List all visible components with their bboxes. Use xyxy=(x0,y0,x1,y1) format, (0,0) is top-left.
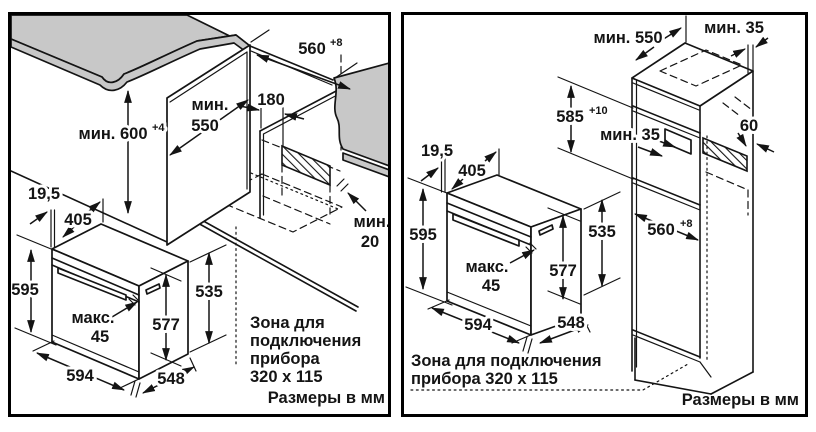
left-connection-zone-hatch xyxy=(281,144,331,187)
left-labels: мин. 600 +4 560 +8 мин. 550 180 мин. 20 … xyxy=(11,34,391,407)
dim-label-535-r: 535 xyxy=(588,223,616,241)
dim-label-max45-2: 45 xyxy=(91,328,109,346)
zone-text-line1: Зона для xyxy=(250,314,325,332)
left-countertop-right xyxy=(333,62,388,178)
right-labels: мин. 550 мин. 35 585 +10 мин. 35 60 560 … xyxy=(406,16,799,409)
dim-label-585: 585 xyxy=(556,108,584,126)
left-oven xyxy=(51,223,189,380)
dim-label-min20-2: 20 xyxy=(361,233,379,251)
dim-label-max45-1: макс. xyxy=(72,309,115,327)
vent-slot xyxy=(664,128,692,155)
zone-text-r-line1: Зона для подключения xyxy=(411,352,602,370)
left-panel: мин. 600 +4 560 +8 мин. 550 180 мин. 20 … xyxy=(8,12,391,417)
dim-label-560-r: 560 xyxy=(647,221,675,239)
dim-label-595-r: 595 xyxy=(409,226,437,244)
right-oven xyxy=(446,174,582,336)
units-label: Размеры в мм xyxy=(268,389,385,407)
dim-label-min35-top: мин. 35 xyxy=(704,19,764,37)
dim-label-min550-2: 550 xyxy=(191,117,219,135)
dim-label-585-sup: +10 xyxy=(589,105,608,117)
dim-label-60: 60 xyxy=(740,117,758,135)
dim-label-548-r: 548 xyxy=(557,314,585,332)
dim-label-min550-1: мин. xyxy=(192,96,229,114)
right-panel: мин. 550 мин. 35 585 +10 мин. 35 60 560 … xyxy=(401,12,808,417)
dim-label-min20-1: мин. xyxy=(354,213,391,231)
dim-label-min600-sup: +4 xyxy=(152,122,165,134)
dim-label-560-sup: +8 xyxy=(330,37,343,49)
dim-label-548: 548 xyxy=(157,370,185,388)
dim-label-min35-mid: мин. 35 xyxy=(600,126,660,144)
units-label-right: Размеры в мм xyxy=(682,391,799,409)
dim-label-max45-r-1: макс. xyxy=(466,258,509,276)
dim-label-577: 577 xyxy=(152,316,180,334)
dim-label-595: 595 xyxy=(11,281,39,299)
dim-label-594: 594 xyxy=(66,367,94,385)
dim-label-min550-r: мин. 550 xyxy=(593,29,662,47)
dim-label-19-5: 19,5 xyxy=(28,185,60,203)
right-oven-handle xyxy=(452,213,520,247)
right-oven-grip-slot xyxy=(538,224,554,236)
left-dimensions xyxy=(14,29,367,398)
zone-text-line3: прибора xyxy=(250,350,321,368)
right-panel-border xyxy=(401,12,808,417)
left-oven-handle xyxy=(57,267,127,301)
dim-label-180: 180 xyxy=(257,91,285,109)
dim-label-560: 560 xyxy=(298,40,326,58)
zone-leader-dotted-right xyxy=(410,363,689,391)
right-dimensions xyxy=(405,15,775,354)
dim-label-min600: мин. 600 xyxy=(78,125,147,143)
dim-label-19-5-r: 19,5 xyxy=(421,142,453,160)
dim-label-560-r-sup: +8 xyxy=(680,218,693,230)
zone-text-line2: подключения xyxy=(250,332,361,350)
right-connection-zone-hatch xyxy=(702,136,748,173)
dim-label-405: 405 xyxy=(64,211,92,229)
zone-text-r-line2: прибора 320 x 115 xyxy=(411,370,558,388)
left-panel-border xyxy=(8,12,391,417)
dim-label-577-r: 577 xyxy=(549,262,577,280)
left-oven-grip-slot xyxy=(145,283,161,295)
dim-label-max45-r-2: 45 xyxy=(482,277,500,295)
left-niche-wall xyxy=(166,44,342,246)
dim-label-535: 535 xyxy=(195,283,223,301)
zone-text-line4: 320 x 115 xyxy=(250,368,323,386)
dim-label-594-r: 594 xyxy=(464,316,492,334)
dim-label-405-r: 405 xyxy=(458,162,486,180)
